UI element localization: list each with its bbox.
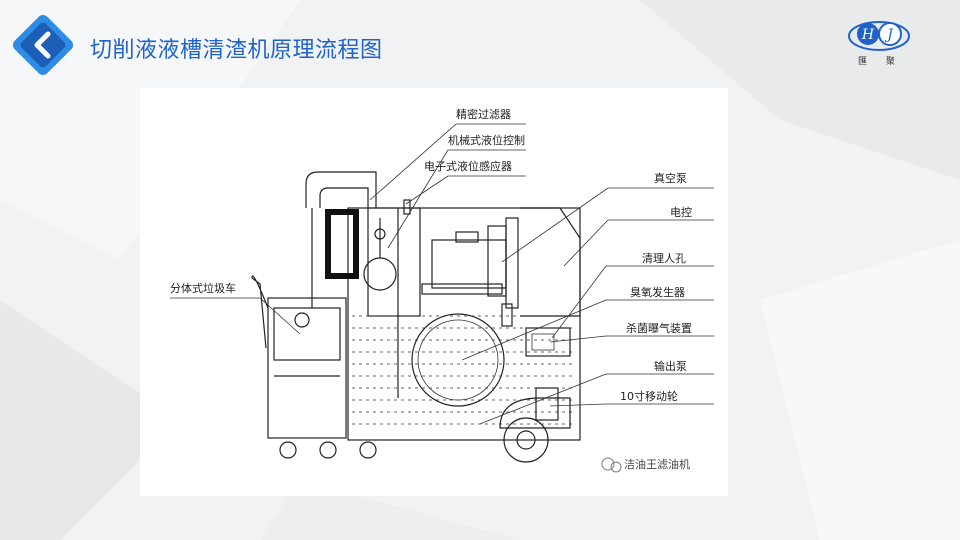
filter-chamber (367, 207, 421, 317)
main-tank (347, 207, 581, 441)
label-split-cart: 分体式垃圾车 (170, 281, 236, 295)
chevron-left-icon (34, 31, 51, 59)
output-pump (535, 387, 559, 421)
pipe-top (319, 187, 369, 208)
leader-lines (170, 123, 714, 425)
sterilization-ring (411, 313, 505, 407)
label-vacuum-pump: 真空泵 (654, 171, 687, 185)
moving-wheel (503, 417, 549, 463)
page-title: 切削液液槽清渣机原理流程图 (90, 38, 383, 63)
label-output-pump: 输出泵 (654, 359, 687, 373)
machine-diagram: 精密过滤器 机械式液位控制 电子式液位感应器 分体式垃圾车 真空泵 电控 清理人… (170, 107, 714, 473)
company-logo: H J (846, 14, 912, 74)
cart-casters (279, 441, 377, 459)
label-precision-filter: 精密过滤器 (456, 107, 511, 121)
svg-text:洁油王滤油机: 洁油王滤油机 (624, 457, 690, 471)
logo-caption: 匯 聚 (858, 57, 903, 67)
label-electric-control: 电控 (670, 205, 692, 219)
label-moving-wheel: 10寸移动轮 (620, 389, 678, 403)
vacuum-pump (431, 239, 507, 289)
float-ball (363, 257, 397, 291)
suction-pipe (325, 209, 359, 279)
svg-text:J: J (884, 27, 894, 43)
svg-text:H: H (861, 27, 875, 43)
liquid-pattern (352, 315, 576, 425)
label-mechanical-level: 机械式液位控制 (448, 133, 525, 147)
label-ozone-generator: 臭氧发生器 (630, 285, 685, 299)
label-sterilization: 杀菌曝气装置 (626, 321, 692, 335)
split-cart (267, 297, 347, 439)
label-cleaning-hole: 清理人孔 (642, 252, 686, 265)
label-electronic-level: 电子式液位感应器 (424, 159, 512, 173)
ozone-generator (525, 327, 571, 357)
electric-control-box (520, 207, 581, 317)
back-button[interactable] (12, 14, 74, 76)
diagram-panel: 精密过滤器 机械式液位控制 电子式液位感应器 分体式垃圾车 真空泵 电控 清理人… (140, 88, 728, 496)
watermark: 洁油王滤油机 (601, 457, 690, 473)
